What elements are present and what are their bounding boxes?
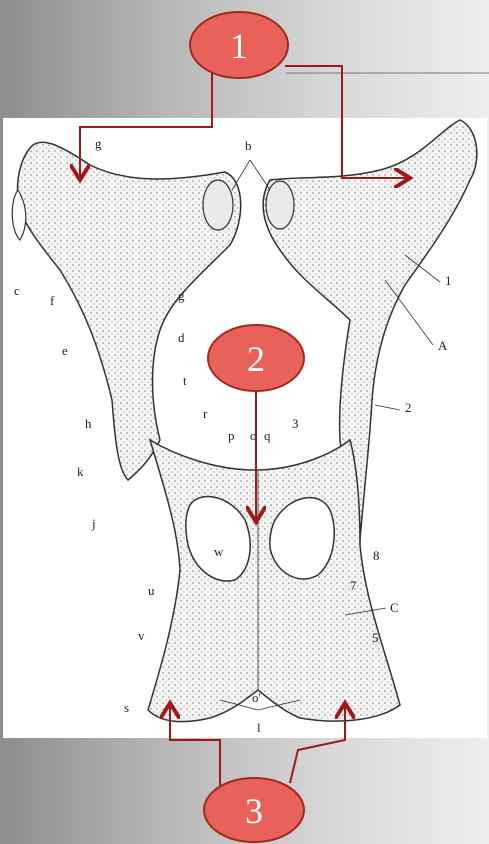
label-k: k (77, 464, 84, 479)
label-j: j (91, 516, 96, 531)
label-r: r (203, 406, 208, 421)
badge-2-label: 2 (247, 339, 265, 379)
label-f: f (50, 293, 55, 308)
label-3: 3 (292, 416, 299, 431)
badge-3-label: 3 (245, 791, 263, 831)
label-p: p (228, 428, 235, 443)
label-u: u (148, 583, 155, 598)
label-7: 7 (350, 578, 357, 593)
label-d: d (178, 330, 185, 345)
label-w: w (214, 544, 224, 559)
badge-3: 3 (204, 778, 304, 842)
label-8: 8 (373, 548, 380, 563)
connector-1-right (285, 66, 408, 178)
label-h: h (85, 416, 92, 431)
connector-1-left (80, 68, 212, 178)
right-tuber-sacrale (266, 181, 294, 229)
badge-1-label: 1 (230, 26, 248, 66)
label-2: 2 (405, 400, 412, 415)
label-l: l (257, 720, 261, 735)
label-a-right: 1 (445, 273, 452, 288)
label-A: A (438, 338, 448, 353)
label-b: b (245, 138, 252, 153)
label-e: e (62, 343, 68, 358)
label-C: C (390, 600, 399, 615)
label-o-prime: o' (252, 690, 261, 705)
label-v: v (138, 628, 145, 643)
label-t: t (183, 373, 187, 388)
label-c: c (14, 283, 20, 298)
label-s: s (124, 700, 129, 715)
label-5: 5 (372, 630, 379, 645)
label-g: g (95, 136, 102, 151)
label-q: q (264, 428, 271, 443)
badge-1: 1 (190, 12, 288, 78)
badge-2: 2 (208, 325, 304, 391)
label-g2: g (178, 288, 185, 303)
left-tuber-sacrale (203, 180, 233, 230)
